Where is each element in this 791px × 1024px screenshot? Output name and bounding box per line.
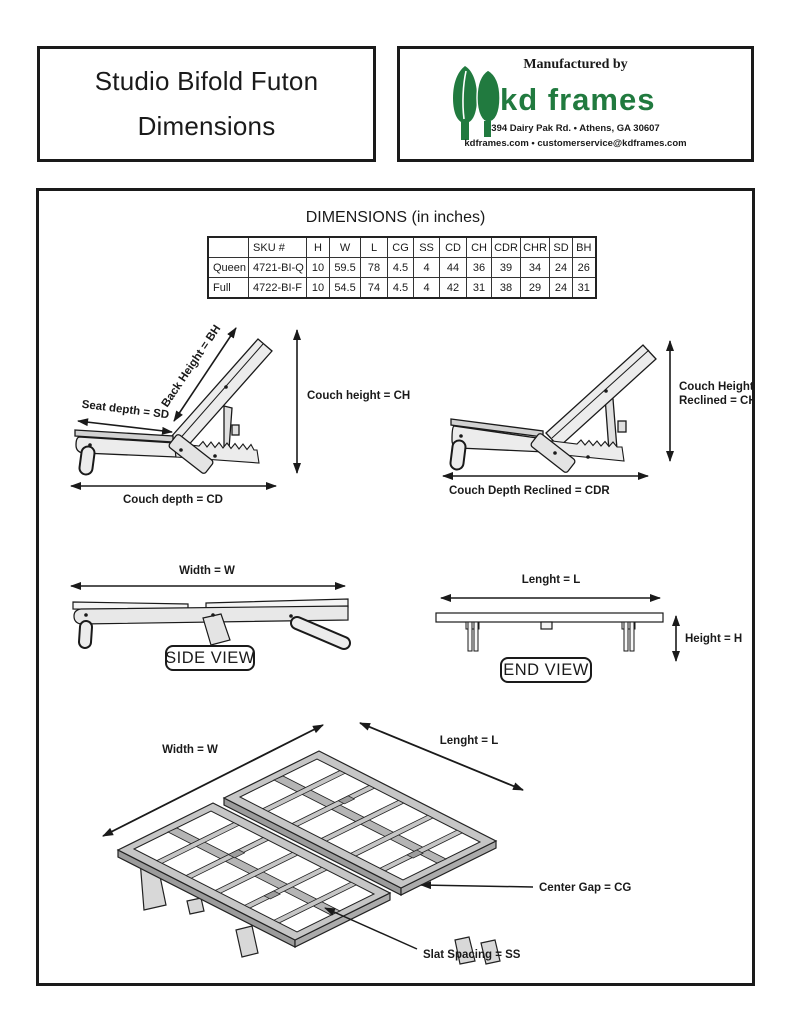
iso-length-label: Lenght = L (440, 735, 498, 747)
value-cell: 42 (439, 277, 468, 299)
side-view-width-label: Width = W (179, 565, 235, 577)
value-cell: 31 (572, 277, 597, 299)
end-view-height-label: Height = H (685, 633, 742, 645)
header-cell: SKU # (248, 236, 308, 258)
couch-depth-reclined-label: Couch Depth Reclined = CDR (449, 485, 610, 497)
diagrams-canvas: Seat depth = SD Back Height = BH Couch h… (70, 323, 752, 965)
trees-icon (453, 66, 501, 140)
value-cell: 4.5 (387, 257, 415, 278)
couch-reclined-annotations: Couch Height Reclined = CHR Couch Depth … (442, 340, 752, 497)
value-cell: 38 (491, 277, 522, 299)
side-view-caption: SIDE VIEW (165, 649, 255, 667)
manufacturer-contact: kdframes.com • customerservice@kdframes.… (464, 138, 687, 149)
header-cell: CD (439, 236, 468, 258)
table-row-queen: Queen 4721-BI-Q 10 59.5 78 4.5 4 44 36 3… (207, 257, 597, 278)
dimensions-sheet: DIMENSIONS (in inches) SKU # H W L CG SS… (36, 188, 755, 986)
brand-name: kd frames (500, 82, 656, 117)
header-cell: CH (466, 236, 493, 258)
value-cell: 10 (306, 257, 331, 278)
iso-width-label: Width = W (162, 744, 218, 756)
couch-height-reclined-label-1: Couch Height (679, 381, 752, 393)
isometric-annotations: Width = W Lenght = L Center Gap = CG Sla… (102, 722, 631, 961)
page-title-line1: Studio Bifold Futon (94, 66, 319, 96)
row-label: Full (207, 277, 250, 299)
end-view-diagram (435, 612, 664, 652)
header-cell: SD (549, 236, 574, 258)
page-title-line2: Dimensions (137, 111, 276, 141)
row-label: Queen (207, 257, 250, 278)
couch-height-label: Couch height = CH (307, 390, 410, 402)
value-cell: 34 (520, 257, 551, 278)
center-gap-label: Center Gap = CG (539, 882, 631, 894)
end-view-length-label: Lenght = L (522, 574, 580, 586)
seat-depth-label: Seat depth = SD (81, 399, 170, 422)
couch-height-reclined-label-2: Reclined = CHR (679, 395, 752, 407)
end-view-annotations: Lenght = L Height = H END VIEW (440, 574, 742, 683)
value-cell: 24 (549, 257, 574, 278)
manufacturer-box: Manufactured by kd frames 394 Dairy Pak … (397, 46, 754, 162)
title-box: Studio Bifold Futon Dimensions (37, 46, 376, 162)
manufacturer-address: 394 Dairy Pak Rd. • Athens, GA 30607 (491, 123, 660, 134)
value-cell: 74 (360, 277, 389, 299)
dimensions-table: SKU # H W L CG SS CD CH CDR CHR SD BH Qu… (207, 236, 597, 299)
side-view-annotations: Width = W SIDE VIEW (70, 565, 346, 671)
value-cell: 4.5 (387, 277, 415, 299)
sku-cell: 4722-BI-F (248, 277, 308, 299)
end-view-caption: END VIEW (503, 661, 589, 679)
value-cell: 26 (572, 257, 597, 278)
sku-cell: 4721-BI-Q (248, 257, 308, 278)
couch-depth-label: Couch depth = CD (123, 494, 223, 506)
table-row-full: Full 4722-BI-F 10 54.5 74 4.5 4 42 31 38… (207, 277, 597, 299)
manufactured-by-label: Manufactured by (523, 57, 628, 72)
dimensions-heading: DIMENSIONS (in inches) (305, 209, 486, 226)
couch-reclined-diagram (449, 344, 657, 473)
table-header-row: SKU # H W L CG SS CD CH CDR CHR SD BH (207, 236, 597, 258)
side-view-diagram (72, 598, 351, 650)
isometric-frame-diagram (116, 750, 501, 965)
value-cell: 54.5 (329, 277, 362, 299)
slat-spacing-label: Slat Spacing = SS (423, 949, 521, 961)
value-cell: 39 (491, 257, 522, 278)
couch-upright-annotations: Seat depth = SD Back Height = BH Couch h… (70, 323, 410, 506)
value-cell: 59.5 (329, 257, 362, 278)
